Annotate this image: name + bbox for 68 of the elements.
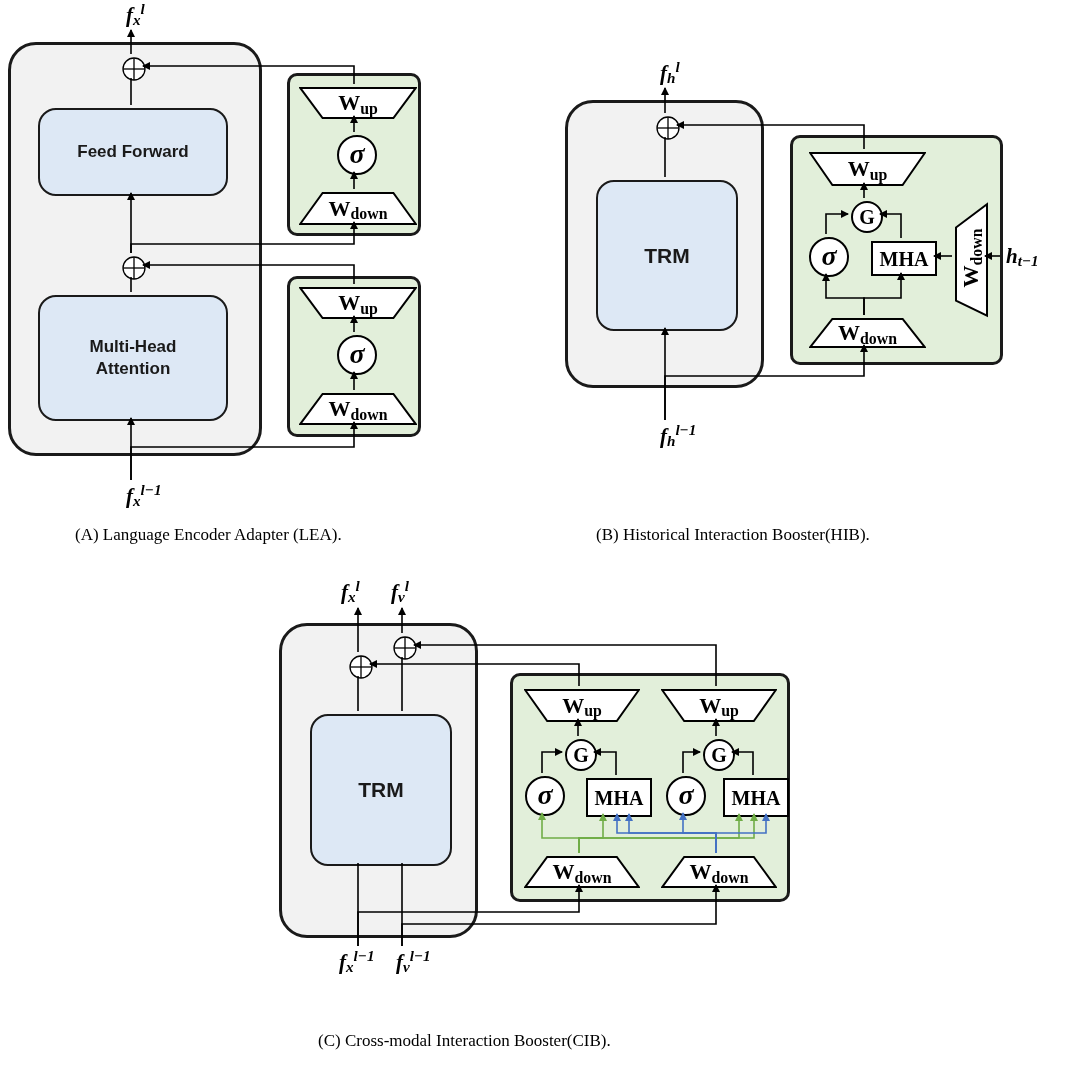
arrow	[682, 748, 701, 774]
arrow	[127, 29, 135, 55]
arrow	[712, 718, 720, 737]
arrow	[661, 87, 669, 114]
arrow	[676, 121, 865, 150]
arrow	[574, 718, 582, 737]
module-block: Multi-Head Attention	[38, 295, 228, 421]
layer-panel	[565, 100, 764, 388]
math-label: h$_{t−1}$	[1000, 241, 1060, 271]
arrow	[593, 748, 617, 776]
connector-line	[664, 136, 666, 178]
adapter-panel	[510, 673, 790, 902]
layer-panel	[279, 623, 478, 938]
sum-circle	[349, 655, 373, 679]
connector-line	[357, 675, 359, 712]
projection-trapezoid: W$_{down}$	[809, 318, 926, 348]
arrow	[369, 660, 580, 687]
caption: (C) Cross-modal Interaction Booster(CIB).	[318, 1030, 611, 1052]
attention-box: MHA	[723, 778, 789, 817]
arrow	[879, 210, 902, 239]
arrow	[350, 371, 358, 391]
arrow	[541, 748, 563, 774]
arrow	[863, 272, 905, 316]
arrow	[984, 252, 1001, 260]
projection-trapezoid: W$_{up}$	[299, 287, 417, 319]
arrow	[731, 748, 754, 776]
arrow	[401, 884, 720, 947]
connector-line	[401, 656, 403, 712]
arrow	[860, 182, 868, 199]
arrow	[413, 641, 717, 687]
arrow	[357, 884, 583, 947]
sum-circle	[122, 57, 146, 81]
connector-line	[130, 77, 132, 106]
arrow	[664, 344, 868, 421]
projection-trapezoid: W$_{up}$	[661, 689, 777, 722]
module-block: Feed Forward	[38, 108, 228, 196]
projection-trapezoid: W$_{down}$	[299, 192, 417, 225]
arrow	[933, 252, 953, 260]
arrow	[398, 607, 406, 634]
arrow	[142, 62, 355, 85]
projection-trapezoid: W$_{down}$	[299, 393, 417, 425]
arrow	[130, 221, 358, 254]
adapter-panel	[287, 73, 421, 236]
arrow	[825, 210, 849, 235]
module-block: TRM	[596, 180, 738, 331]
adapter-panel	[790, 135, 1003, 365]
projection-trapezoid: W$_{up}$	[299, 87, 417, 119]
projection-trapezoid: W$_{up}$	[809, 152, 926, 186]
arrow	[354, 607, 362, 653]
arrow	[130, 421, 358, 481]
attention-box: MHA	[871, 241, 937, 276]
arrow	[350, 115, 358, 133]
arrow	[350, 315, 358, 333]
sum-circle	[122, 256, 146, 280]
projection-trapezoid: W$_{down}$	[524, 856, 640, 888]
sum-circle	[656, 116, 680, 140]
projection-trapezoid: W$_{down}$	[661, 856, 777, 888]
adapter-panel	[287, 276, 421, 437]
caption: (B) Historical Interaction Booster(HIB).	[596, 524, 870, 546]
caption: (A) Language Encoder Adapter (LEA).	[75, 524, 342, 546]
connector-line	[130, 276, 132, 293]
sum-circle	[393, 636, 417, 660]
projection-trapezoid: W$_{up}$	[524, 689, 640, 722]
arrow	[350, 171, 358, 190]
layer-panel	[8, 42, 262, 456]
module-block: TRM	[310, 714, 452, 866]
arrow	[142, 261, 355, 285]
attention-box: MHA	[586, 778, 652, 817]
